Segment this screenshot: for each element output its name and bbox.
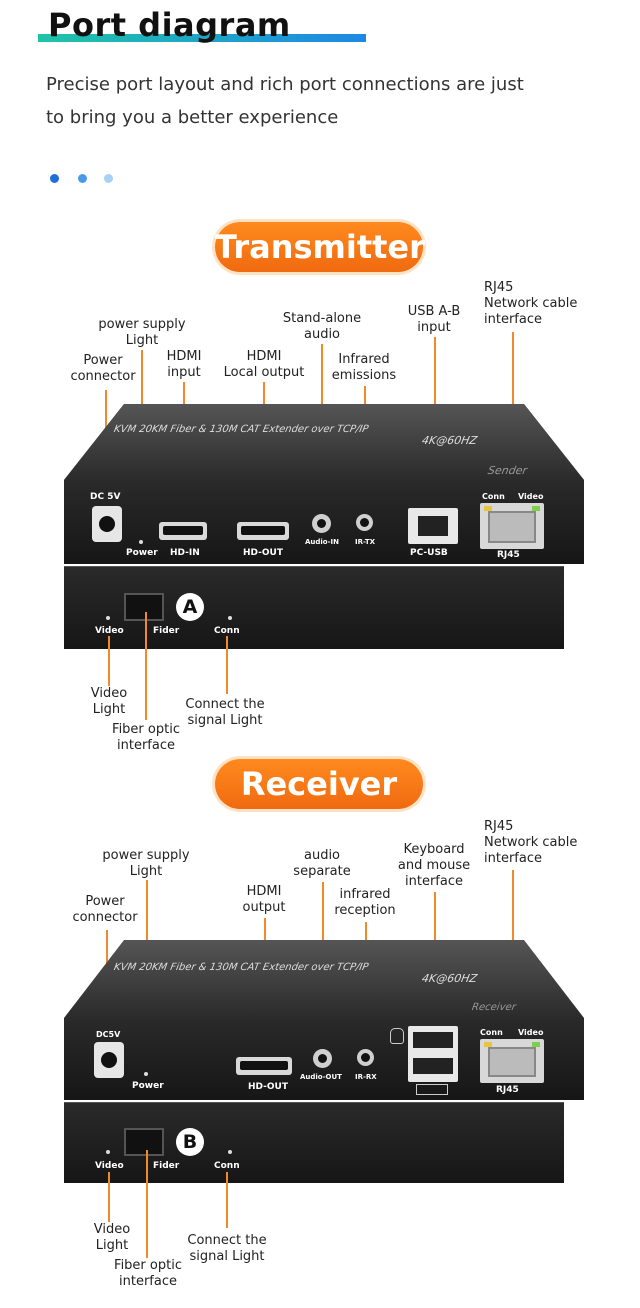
tx-power-label: Power [126,548,158,558]
tx-conn-led-icon [228,616,232,620]
rx-hd-out-label: HD-OUT [248,1082,289,1092]
carousel-dot-3[interactable] [104,174,113,183]
rx-video-led-icon [106,1150,110,1154]
receiver-top-panel [64,940,584,1018]
tx-dc-label: DC 5V [90,492,121,502]
tx-rj45-port-icon [480,503,544,549]
transmitter-top-panel [64,404,584,480]
tx-bottom-video-label: Video [95,626,124,636]
subtitle-line-1: Precise port layout and rich port connec… [46,74,524,95]
rx-model: Receiver [471,1002,517,1013]
tx-hd-in-label: HD-IN [170,548,200,558]
page-title: Port diagram [48,6,291,44]
tx-conn-label: Conn [482,492,505,501]
rx-fiber-port-icon [124,1128,164,1156]
tx-bottom-conn-label: Conn [214,626,240,636]
tx-usb-b-port-icon [408,508,458,544]
tx-bottom-fider-label: Fider [153,626,180,636]
rx-line-video [108,1172,110,1222]
rx-power-label: Power [132,1081,164,1091]
rx-hdmi-out-port-icon [236,1057,292,1075]
rx-dc-label: DC5V [96,1030,121,1039]
rx-usb-a-ports-icon [408,1026,458,1082]
title-underline [38,34,366,42]
carousel-dot-1[interactable] [50,174,59,183]
tx-model: Sender [486,464,529,477]
rx-conn-led-icon [228,1150,232,1154]
tx-ir-jack-icon [356,514,373,531]
rx-ir-jack-icon [357,1049,374,1066]
transmitter-badge: Transmitter [215,222,425,272]
subtitle-line-2: to bring you a better experience [46,107,339,128]
rx-ir-label: IR-RX [355,1073,377,1081]
rx-engraving: KVM 20KM Fiber & 130M CAT Extender over … [113,962,370,973]
rx-rj45-label: RJ45 [496,1085,519,1095]
tx-engraving: KVM 20KM Fiber & 130M CAT Extender over … [113,424,370,435]
tx-ir-label: IR-TX [355,538,376,546]
tx-hdmi-in-port-icon [159,522,207,540]
carousel-dot-2[interactable] [78,174,87,183]
tx-dc-jack-icon [92,506,122,542]
rx-bottom-fider-label: Fider [153,1161,180,1171]
rx-bottom-conn-label: Conn [214,1161,240,1171]
rx-bottom-video-label: Video [95,1161,124,1171]
tx-pc-usb-label: PC-USB [410,548,448,558]
rx-audio-out-label: Audio-OUT [300,1073,342,1081]
page-subtitle: Precise port layout and rich port connec… [46,68,606,134]
rx-audio-jack-icon [313,1049,332,1068]
mouse-icon [390,1028,404,1044]
rx-line-conn [226,1172,228,1228]
tx-fiber-port-icon [124,593,164,621]
tx-audio-in-label: Audio-IN [305,538,339,546]
tx-line-video [108,636,110,686]
rx-resolution: 4K@60HZ [420,972,479,985]
keyboard-icon [416,1084,448,1095]
rx-letter-badge: B [176,1128,204,1156]
rx-conn-label: Conn [480,1028,503,1037]
rx-line-fiber [146,1150,148,1258]
tx-audio-jack-icon [312,514,331,533]
tx-hd-out-label: HD-OUT [243,548,284,558]
tx-hdmi-out-port-icon [237,522,289,540]
receiver-badge: Receiver [215,759,423,809]
tx-power-led-icon [139,540,143,544]
tx-resolution: 4K@60HZ [420,434,479,447]
tx-rj45-label: RJ45 [497,550,520,560]
rx-dc-jack-icon [94,1042,124,1078]
tx-line-conn [226,636,228,694]
tx-video-label: Video [518,492,544,501]
tx-video-led-icon [106,616,110,620]
rx-power-led-icon [144,1072,148,1076]
tx-letter-badge: A [176,593,204,621]
rx-video-label: Video [518,1028,544,1037]
rx-rj45-port-icon [480,1039,544,1083]
tx-line-fiber [145,612,147,720]
